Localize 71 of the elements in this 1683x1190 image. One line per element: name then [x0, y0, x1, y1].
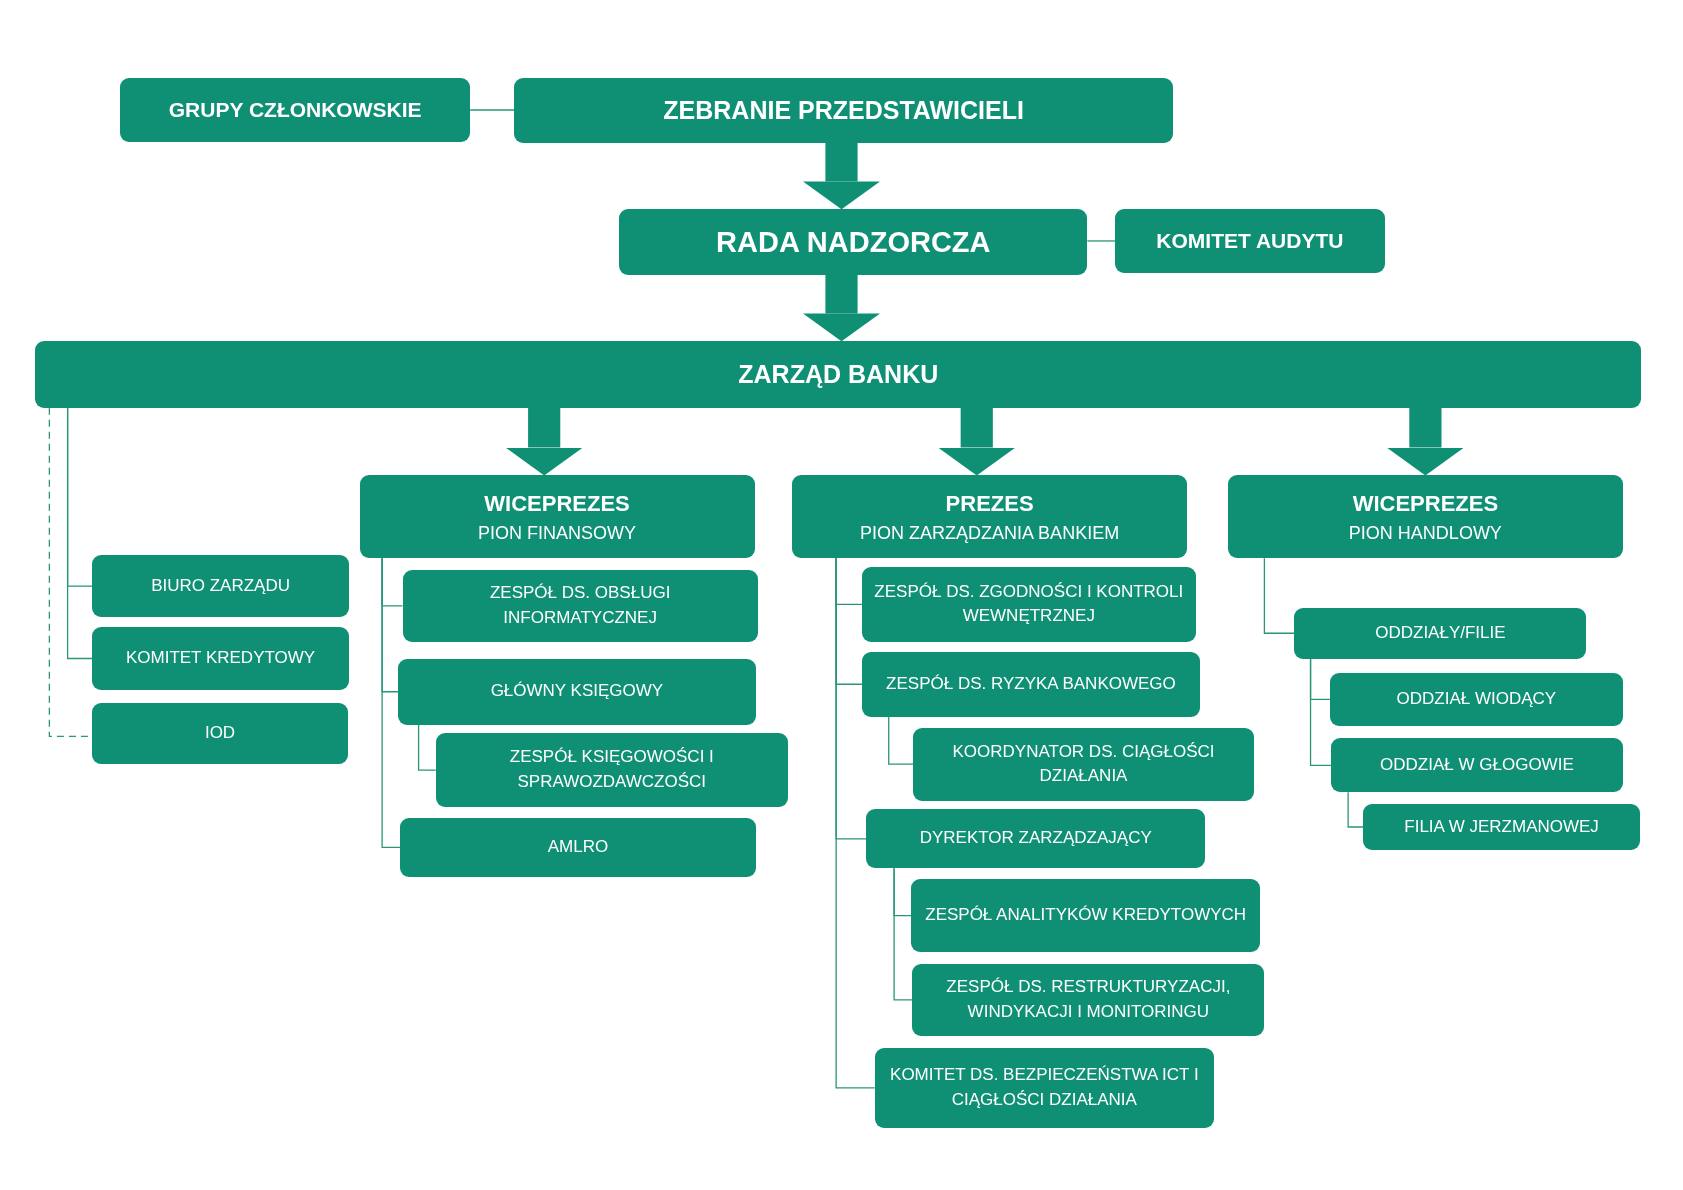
org-unit-box [861, 566, 1196, 642]
org-unit-box [398, 659, 756, 725]
connector-line [1309, 658, 1332, 766]
org-unit-box [1330, 738, 1623, 793]
org-unit-box [874, 1047, 1214, 1129]
unit-name: DYREKTOR ZARZĄDZAJĄCY [919, 827, 1152, 850]
org-unit-box [913, 727, 1254, 801]
org-unit-box [1115, 209, 1385, 273]
connector-line [1263, 557, 1296, 634]
unit-name: BIURO ZARZĄDU [151, 574, 290, 597]
unit-name: ZEBRANIE PRZEDSTAWICIELI [663, 95, 1024, 127]
org-unit-box [400, 817, 756, 877]
org-unit-box [911, 879, 1261, 953]
unit-name: KOMITET KREDYTOWY [125, 647, 316, 670]
org-unit-box [1294, 607, 1587, 659]
org-unit-box [435, 733, 788, 808]
connector-line [381, 557, 401, 849]
connector-line [893, 867, 913, 1001]
unit-subtitle: PION FINANSOWY [478, 521, 637, 545]
org-unit-box [619, 209, 1088, 275]
unit-name: ZARZĄD BANKU [738, 359, 939, 391]
unit-name: FILIA W JERZMANOWEJ [1404, 815, 1599, 838]
block-arrow [802, 274, 881, 342]
unit-name: ODDZIAŁ WIODĄCY [1396, 687, 1557, 710]
org-unit-box [35, 341, 1642, 408]
block-arrow [505, 407, 583, 476]
org-unit-box [359, 475, 755, 559]
org-unit-box [1227, 475, 1623, 559]
unit-name: ODDZIAŁY/FILIE [1375, 621, 1506, 644]
org-unit-box [866, 809, 1206, 869]
unit-name: KOORDYNATOR DS. CIĄGŁOŚCI DZIAŁANIA [951, 740, 1216, 788]
org-unit-box [402, 569, 758, 642]
block-arrow [938, 407, 1016, 476]
connector-line [1086, 240, 1116, 242]
connector-line [469, 109, 515, 111]
unit-name: RADA NADZORCZA [716, 225, 991, 260]
unit-name: ZESPÓŁ KSIĘGOWOŚCI I SPRAWOZDAWCZOŚCI [508, 746, 715, 794]
block-arrow [802, 142, 881, 210]
connector-line [835, 557, 876, 1089]
connector-line [417, 723, 437, 771]
unit-subtitle: PION ZARZĄDZANIA BANKIEM [860, 521, 1120, 545]
org-unit-box [1329, 673, 1623, 726]
unit-name: ODDZIAŁ W GŁOGOWIE [1380, 753, 1574, 776]
unit-name: ZESPÓŁ DS. RESTRUKTURYZACJI, WINDYKACJI I MONITORINGU [945, 976, 1232, 1023]
unit-subtitle: PION HANDLOWY [1348, 521, 1502, 545]
org-unit-box [92, 554, 349, 618]
org-unit-box [514, 78, 1174, 143]
unit-title: PREZES [945, 489, 1034, 518]
org-unit-box [912, 963, 1265, 1036]
org-unit-box [92, 626, 349, 691]
org-unit-box [792, 475, 1188, 559]
connector-line [66, 407, 93, 660]
org-unit-box [861, 651, 1200, 717]
unit-name: ZESPÓŁ DS. RYZYKA BANKOWEGO [886, 672, 1176, 695]
unit-title: WICEPREZES [1352, 489, 1499, 518]
block-arrow [1386, 407, 1465, 476]
org-unit-box [92, 703, 348, 765]
unit-name: GŁÓWNY KSIĘGOWY [490, 680, 664, 703]
unit-title: WICEPREZES [484, 489, 630, 518]
unit-name: KOMITET AUDYTU [1156, 227, 1344, 254]
unit-name: ZESPÓŁ DS. OBSŁUGI INFORMATYCZNEJ [488, 582, 672, 629]
connector-line [888, 716, 915, 765]
unit-name: AMLRO [547, 836, 609, 859]
unit-name: IOD [204, 722, 236, 745]
unit-name: GRUPY CZŁONKOWSKIE [168, 96, 422, 123]
org-unit-box [120, 78, 471, 142]
unit-name: ZESPÓŁ DS. ZGODNOŚCI I KONTROLI WEWNĘTRZNEJ [873, 580, 1185, 628]
connector-line [1347, 791, 1364, 828]
unit-name: ZESPÓŁ ANALITYKÓW KREDYTOWYCH [925, 904, 1247, 927]
unit-name: KOMITET DS. BEZPIECZEŃSTWA ICT I CIĄGŁOŚCI DZIAŁANIA [889, 1064, 1200, 1111]
org-unit-box [1363, 803, 1641, 851]
